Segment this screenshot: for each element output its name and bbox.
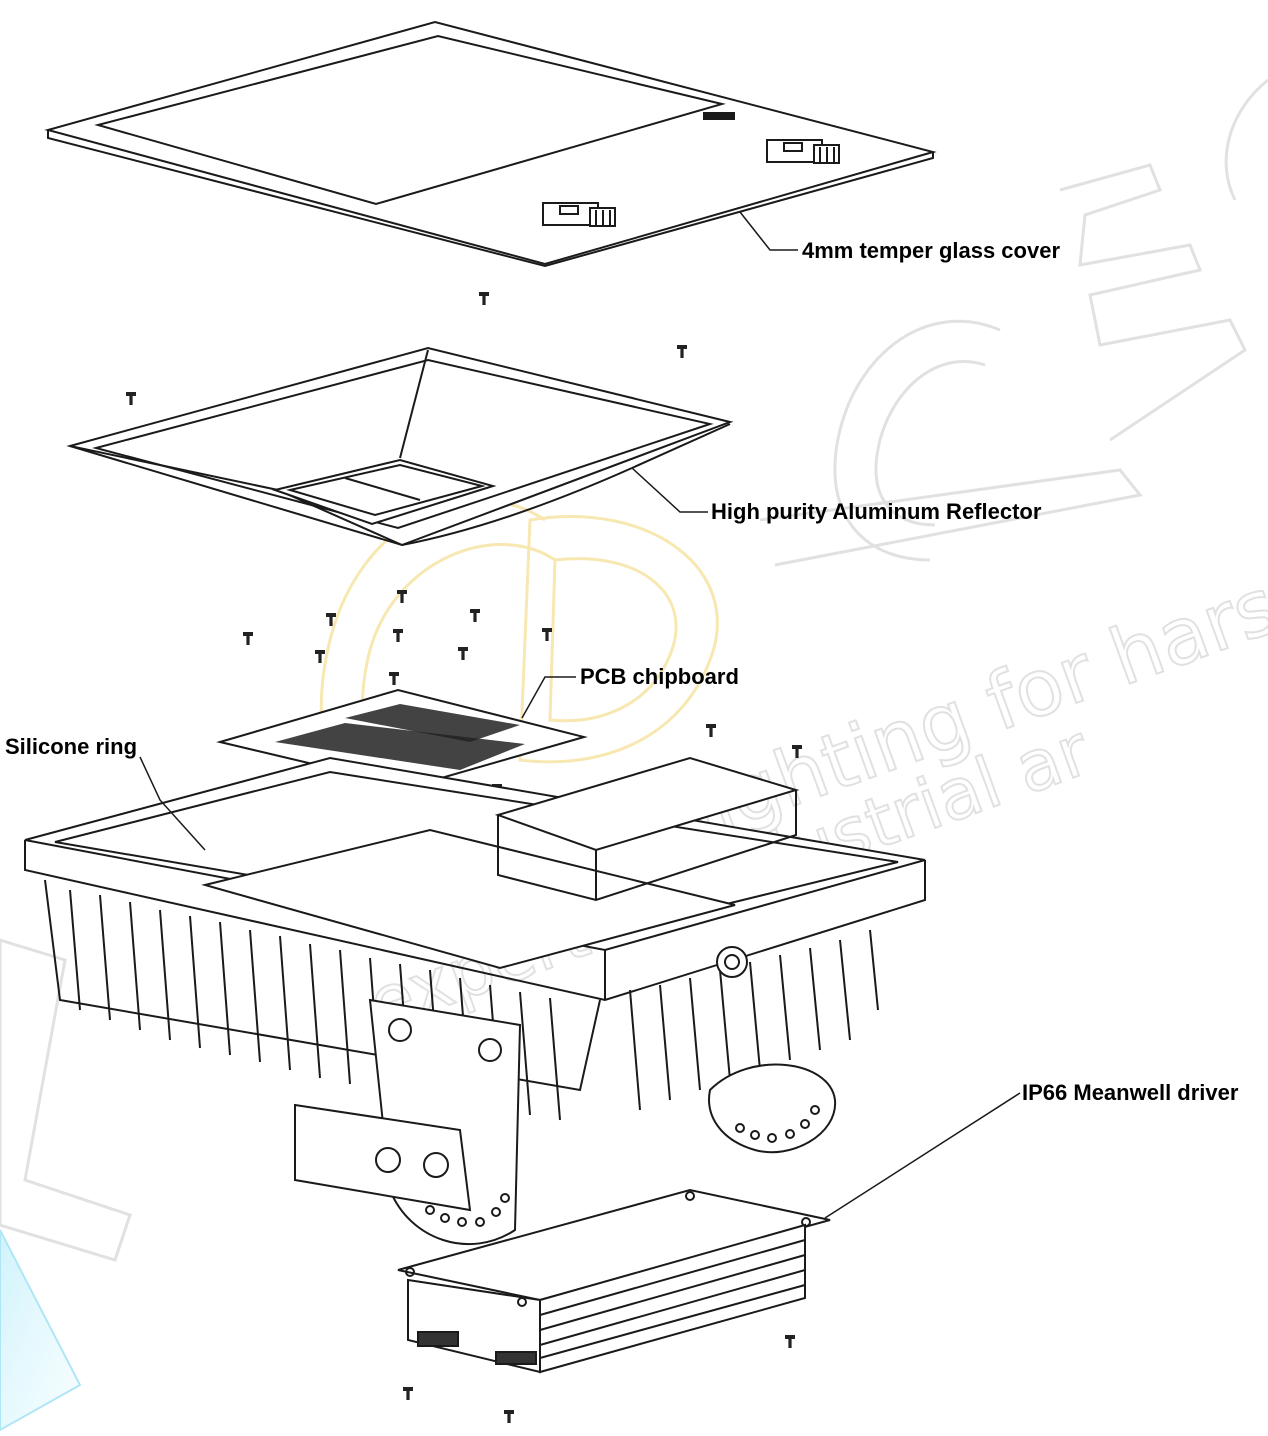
label-glass-cover: 4mm temper glass cover <box>802 238 1061 263</box>
screw-icon <box>706 724 716 737</box>
screw-icon <box>315 650 325 663</box>
screw-icon <box>403 1387 413 1400</box>
meanwell-driver <box>397 1188 831 1374</box>
glass-clip-right <box>766 139 840 164</box>
screw-icon <box>393 629 403 642</box>
leader-glass <box>739 211 798 251</box>
screw-icon <box>126 392 136 405</box>
screw-icon <box>458 647 468 660</box>
heat-fins-right <box>629 929 879 1111</box>
leader-silicone <box>139 756 206 851</box>
leader-driver <box>824 1092 1021 1219</box>
glass-clip-left <box>542 202 616 227</box>
screw-icon <box>389 672 399 685</box>
reflector <box>66 346 734 547</box>
mounting-bracket-right <box>708 1063 837 1154</box>
mounting-bracket-left <box>294 998 522 1245</box>
label-pcb: PCB chipboard <box>580 664 739 689</box>
housing <box>24 756 926 1245</box>
screw-icon <box>470 609 480 622</box>
glass-cover <box>44 20 937 268</box>
screw-icon <box>243 632 253 645</box>
driver-box-top <box>494 756 800 902</box>
leader-reflector <box>631 467 708 513</box>
screw-icon <box>785 1335 795 1348</box>
leader-pcb <box>521 676 576 719</box>
label-driver: IP66 Meanwell driver <box>1022 1080 1239 1105</box>
label-reflector: High purity Aluminum Reflector <box>711 499 1042 524</box>
screw-icon <box>504 1410 514 1423</box>
screw-icon <box>677 345 687 358</box>
screw-icon <box>542 628 552 641</box>
label-silicone-ring: Silicone ring <box>5 734 138 759</box>
screw-icon <box>479 292 489 305</box>
